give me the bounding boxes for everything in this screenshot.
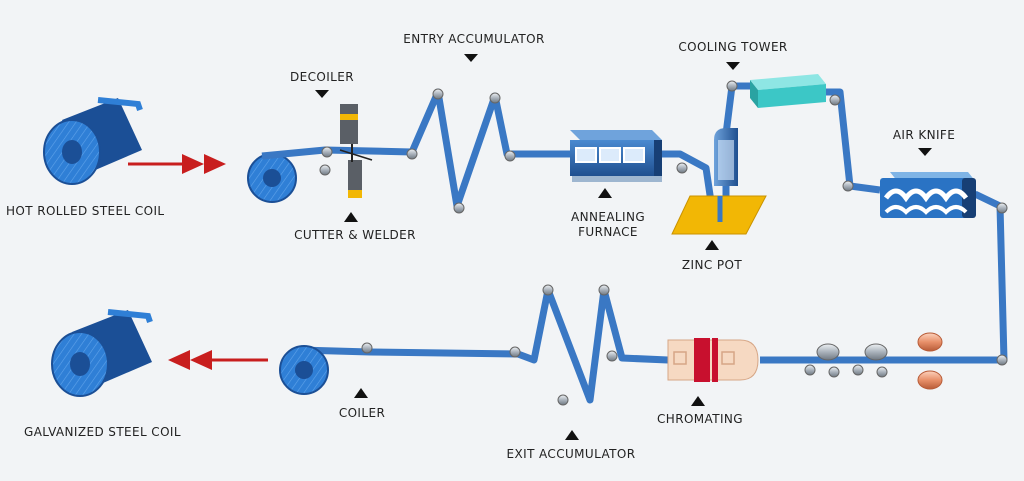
air-knife-icon — [880, 172, 976, 218]
chromating-pointer-icon — [691, 396, 705, 406]
chromating-label: CHROMATING — [657, 412, 743, 426]
cooling-tower-icon — [750, 74, 826, 108]
cooling-tower-pointer-icon — [726, 62, 740, 70]
exit-accumulator-label: EXIT ACCUMULATOR — [506, 447, 636, 461]
copper-rollers-icon — [917, 332, 943, 390]
galvanized-coil-icon — [51, 309, 153, 397]
decoiler-label: DECOILER — [290, 70, 354, 84]
air-knife-label: AIR KNIFE — [892, 128, 956, 142]
air-knife-pointer-icon — [918, 148, 932, 156]
output-arrows-icon — [168, 350, 268, 370]
chromating-icon — [667, 338, 759, 382]
zinc-pot-icon — [671, 195, 767, 235]
coiler-coil-icon — [279, 345, 329, 395]
bottom-rollers — [361, 284, 888, 406]
zinc-snout-icon — [714, 128, 738, 186]
exit-accumulator-pointer-icon — [565, 430, 579, 440]
coiler-pointer-icon — [354, 388, 368, 398]
decoiler-coil-icon — [247, 153, 297, 203]
annealing-pointer-icon — [598, 188, 612, 198]
annealing-label-line2: FURNACE — [578, 225, 638, 239]
cutter-welder-label: CUTTER & WELDER — [294, 228, 416, 242]
cooling-tower-label: COOLING TOWER — [678, 40, 788, 54]
annealing-furnace-icon — [570, 130, 662, 182]
hot-rolled-coil-icon — [43, 97, 143, 185]
galvanized-coil-label: GALVANIZED STEEL COIL — [24, 425, 181, 439]
entry-accumulator-pointer-icon — [464, 54, 478, 62]
annealing-label-line1: ANNEALING — [570, 210, 646, 224]
zinc-pot-label: ZINC POT — [681, 258, 743, 272]
coiler-label: COILER — [338, 406, 386, 420]
zinc-pot-pointer-icon — [705, 240, 719, 250]
pointer-triangles — [315, 54, 932, 440]
cutter-welder-icon — [339, 104, 373, 198]
decoiler-pointer-icon — [315, 90, 329, 98]
cutter-welder-pointer-icon — [344, 212, 358, 222]
hot-rolled-coil-label: HOT ROLLED STEEL COIL — [6, 204, 165, 218]
input-arrows-icon — [128, 154, 226, 174]
entry-accumulator-label: ENTRY ACCUMULATOR — [403, 32, 545, 46]
top-rollers — [319, 80, 1008, 366]
